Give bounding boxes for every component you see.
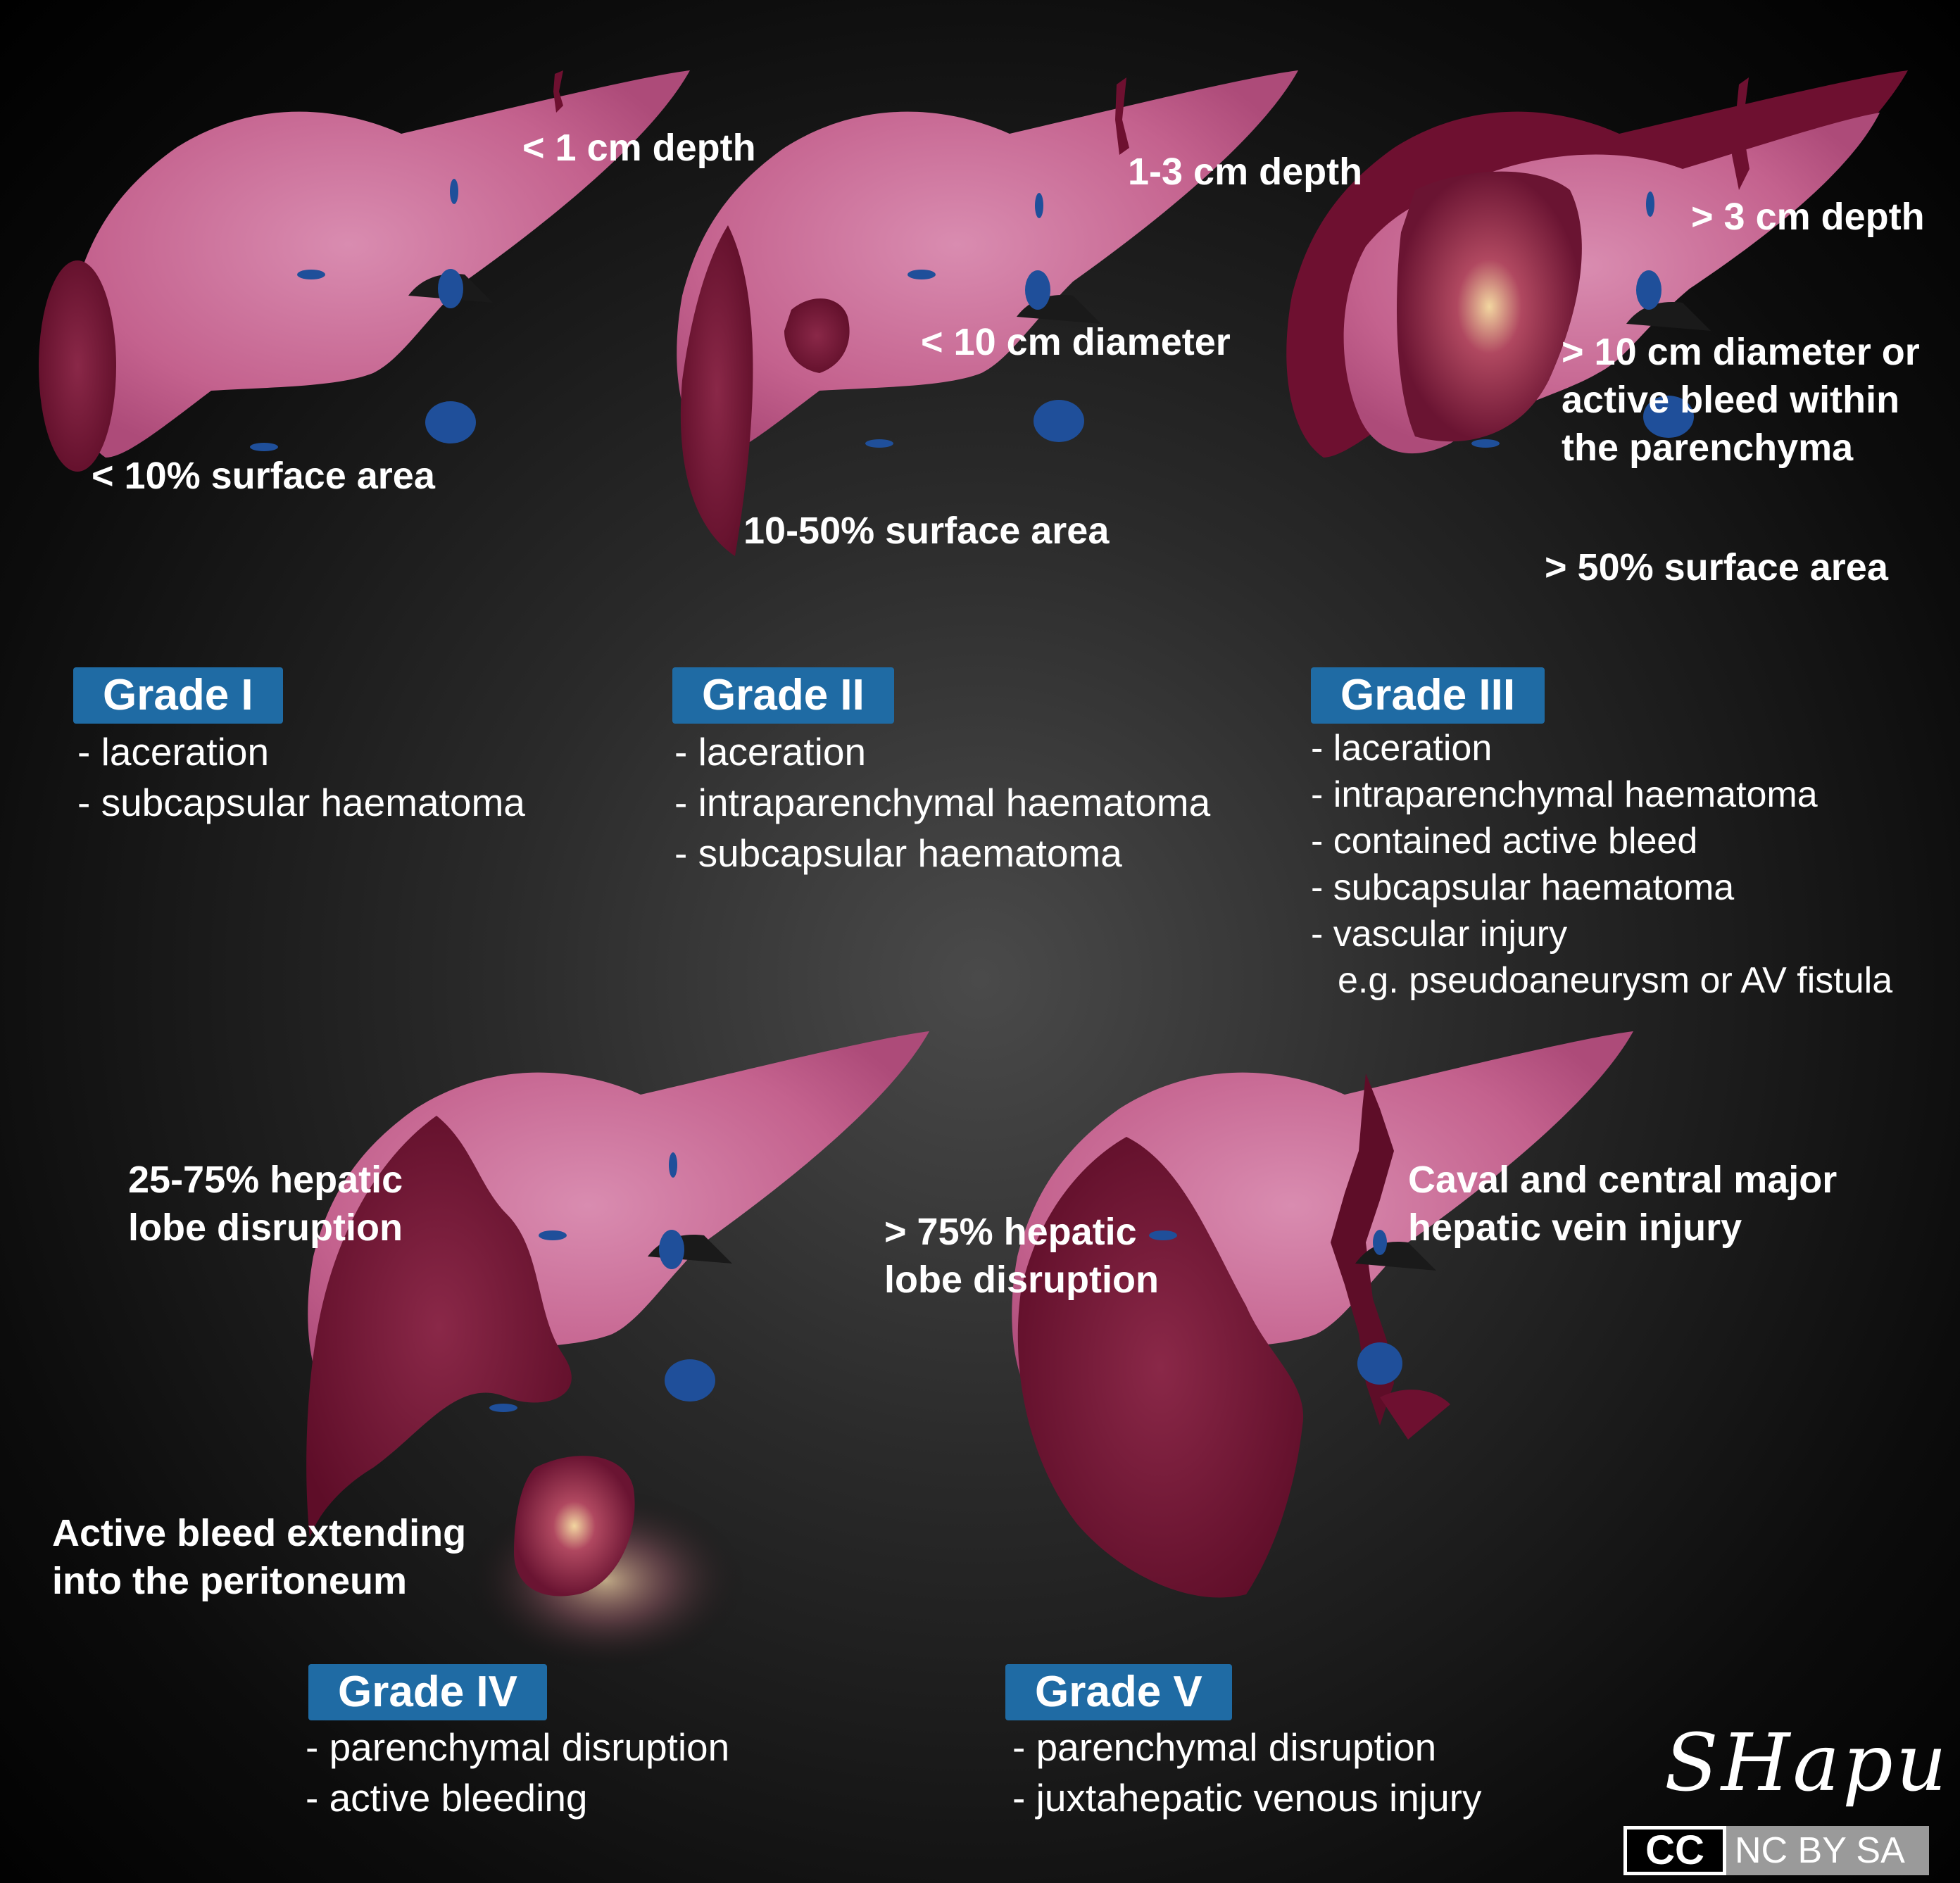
grade3-annotation-diameter-3: the parenchyma [1562,427,1854,469]
grade5-findings-list: - parenchymal disruption - juxtahepatic … [1012,1722,1481,1823]
grade4-liver [306,1031,929,1672]
grade4-badge: Grade IV [308,1664,547,1720]
grade3-annotation-depth: > 3 cm depth [1691,196,1925,238]
grade5-badge: Grade V [1005,1664,1232,1720]
grade3-item: - subcapsular haematoma [1311,867,1735,908]
grade3-item: - contained active bleed [1311,821,1698,862]
grade3-item: e.g. pseudoaneurysm or AV fistula [1338,960,1893,1001]
grade1-annotation-surface: < 10% surface area [92,455,435,497]
grade3-intraparenchymal-haematoma [1397,171,1582,442]
grade4-item: - parenchymal disruption [306,1725,730,1769]
grade5-annotation-lobe-2: lobe disruption [884,1259,1159,1301]
grade2-item: - subcapsular haematoma [674,831,1122,875]
grade1-subcapsular-haematoma [39,260,116,472]
grade4-lobe-disruption [306,1116,572,1538]
cc-terms: NC BY SA [1735,1830,1905,1871]
grade5-annotation-lobe-1: > 75% hepatic [884,1211,1137,1253]
grade2-badge: Grade II [672,667,894,724]
grade1-liver [39,70,690,472]
grade1-item: - subcapsular haematoma [77,781,525,824]
grade5-lobe-disruption [1017,1137,1304,1598]
cc-license-badge: CC NC BY SA [1623,1826,1929,1875]
grade3-item: - intraparenchymal haematoma [1311,774,1818,815]
grade5-caval-injury [1331,1073,1394,1425]
grade2-annotation-depth: 1-3 cm depth [1128,151,1363,193]
grade5-annotation-caval-2: hepatic vein injury [1408,1207,1742,1249]
grade1-annotation-depth: < 1 cm depth [522,127,756,169]
grade4-active-bleed [514,1456,635,1597]
grade2-liver [677,70,1298,556]
grade1-findings-list: - laceration - subcapsular haematoma [77,726,525,828]
grade1-laceration [553,70,563,113]
grade4-annotation-bleed-1: Active bleed extending [52,1512,467,1554]
grade2-item: - laceration [674,730,867,774]
artist-signature: SHapu [1664,1718,1949,1809]
grade3-liver [1286,70,1908,458]
cc-mark: CC [1623,1826,1726,1875]
grade4-findings-list: - parenchymal disruption - active bleedi… [306,1722,729,1823]
grade1-item: - laceration [77,730,270,774]
grade2-annotation-surface: 10-50% surface area [743,510,1110,552]
grade3-annotation-diameter-1: > 10 cm diameter or [1562,331,1920,373]
grade5-annotation-caval-1: Caval and central major [1408,1159,1837,1201]
grade3-item: - laceration [1311,728,1493,769]
grade3-annotation-diameter-2: active bleed within [1562,379,1900,421]
grade4-annotation-lobe-1: 25-75% hepatic [128,1159,403,1201]
grade2-intraparenchymal-haematoma [784,298,850,373]
grade5-item: - parenchymal disruption [1012,1725,1437,1769]
grade3-findings-list: - laceration - intraparenchymal haematom… [1311,725,1892,1004]
grade3-laceration [1732,77,1749,190]
grade5-item: - juxtahepatic venous injury [1012,1776,1482,1820]
grade2-item: - intraparenchymal haematoma [674,781,1211,824]
grade5-liver [1012,1031,1633,1598]
grade3-annotation-surface: > 50% surface area [1545,546,1888,588]
grade4-annotation-lobe-2: lobe disruption [128,1207,403,1249]
grade2-subcapsular-haematoma [680,225,753,556]
grade2-findings-list: - laceration - intraparenchymal haematom… [674,726,1210,878]
grade1-badge: Grade I [73,667,283,724]
grade2-annotation-diameter: < 10 cm diameter [921,321,1231,363]
grade3-item: - vascular injury [1311,914,1568,955]
grade2-laceration [1115,77,1129,155]
grade4-annotation-bleed-2: into the peritoneum [52,1560,407,1602]
grade4-item: - active bleeding [306,1776,588,1820]
grade3-badge: Grade III [1311,667,1545,724]
